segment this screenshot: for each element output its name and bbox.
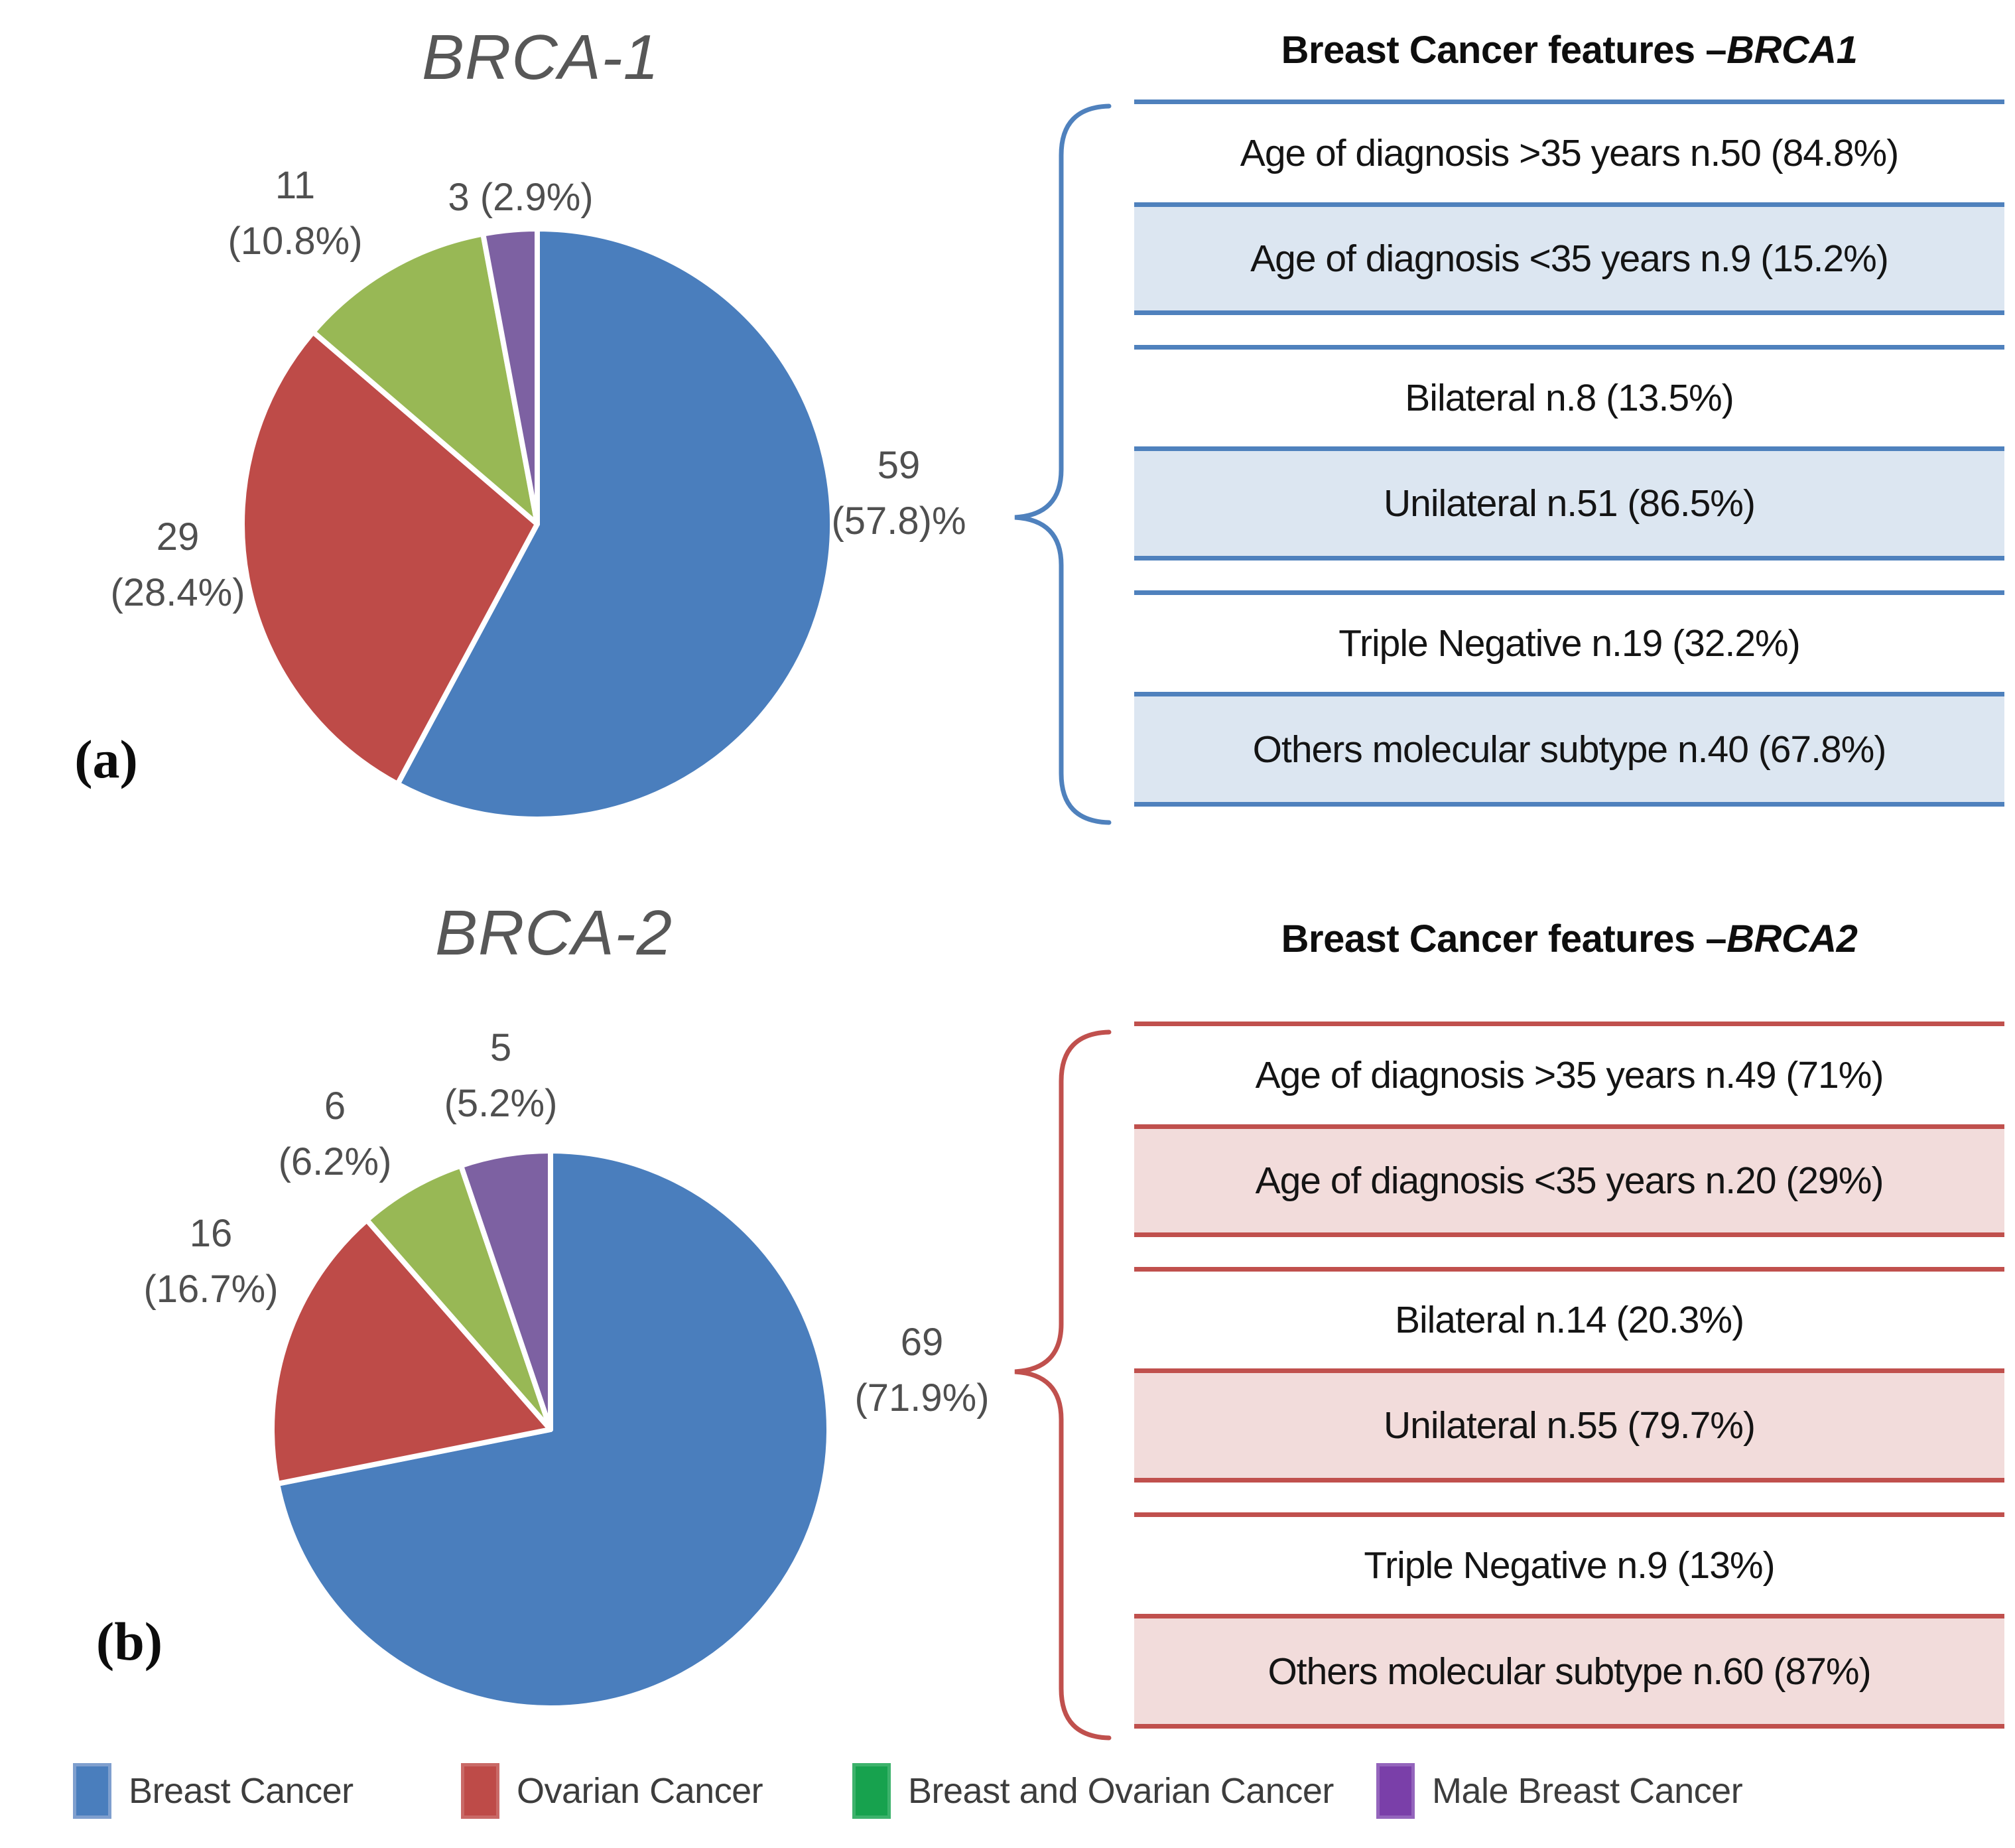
callout-breast-ovarian-a: 11 (10.8%) bbox=[156, 158, 434, 269]
callout-line: (6.2%) bbox=[278, 1140, 392, 1183]
pie-slice bbox=[458, 1148, 553, 1432]
legend-item-male-breast-cancer: Male Breast Cancer bbox=[1376, 1763, 1743, 1819]
pie-title-brca1: BRCA-1 bbox=[421, 22, 660, 93]
feature-box-brca1: Age of diagnosis >35 years n.50 (84.8%) … bbox=[1134, 99, 2004, 807]
pie-slice bbox=[395, 226, 835, 822]
callout-line: 6 bbox=[324, 1085, 346, 1128]
legend-item-breast-and-ovarian-cancer: Breast and Ovarian Cancer bbox=[852, 1763, 1334, 1819]
callout-line: (57.8)% bbox=[831, 499, 966, 543]
callout-ovarian-cancer-a: 29 (28.4%) bbox=[38, 509, 317, 621]
callout-breast-cancer-b: 69 (71.9%) bbox=[783, 1315, 1061, 1426]
callout-line: (28.4%) bbox=[110, 571, 245, 614]
feature-row: Unilateral n.55 (79.7%) bbox=[1134, 1373, 2004, 1483]
pie-title-brca2: BRCA-2 bbox=[434, 897, 673, 968]
callout-line: 29 bbox=[156, 515, 200, 559]
panel-label-b: (b) bbox=[96, 1611, 163, 1672]
box-title-gene: BRCA1 bbox=[1726, 29, 1858, 72]
feature-row: Bilateral n.8 (13.5%) bbox=[1134, 345, 2004, 451]
callout-line: 69 bbox=[900, 1321, 944, 1364]
pie-slice bbox=[239, 329, 540, 787]
feature-row: Bilateral n.14 (20.3%) bbox=[1134, 1267, 2004, 1373]
pie-slice bbox=[269, 1217, 553, 1486]
pie-slice bbox=[310, 231, 540, 527]
callout-breast-ovarian-b: 6 (6.2%) bbox=[196, 1079, 474, 1190]
callout-breast-cancer-a: 59 (57.8)% bbox=[759, 438, 1038, 549]
box-title-brca1: Breast Cancer features –BRCA1 bbox=[1134, 28, 2004, 72]
feature-row: Triple Negative n.19 (32.2%) bbox=[1134, 590, 2004, 696]
legend-label: Breast Cancer bbox=[129, 1771, 354, 1811]
callout-line: 16 bbox=[189, 1212, 233, 1255]
legend-item-ovarian-cancer: Ovarian Cancer bbox=[461, 1763, 763, 1819]
box-title-prefix: Breast Cancer features – bbox=[1281, 29, 1727, 72]
callout-ovarian-cancer-b: 16 (16.7%) bbox=[72, 1206, 350, 1317]
box-title-prefix: Breast Cancer features – bbox=[1281, 917, 1727, 960]
feature-row: Age of diagnosis >35 years n.50 (84.8%) bbox=[1134, 99, 2004, 207]
pie-slice bbox=[480, 226, 540, 527]
feature-row: Age of diagnosis <35 years n.20 (29%) bbox=[1134, 1129, 2004, 1237]
callout-line: (5.2%) bbox=[444, 1082, 558, 1125]
pie-slice bbox=[275, 1148, 832, 1711]
callout-line: 59 bbox=[877, 444, 921, 487]
panel-label-a: (a) bbox=[74, 729, 138, 789]
feature-box-brca2: Age of diagnosis >35 years n.49 (71%) Ag… bbox=[1134, 1022, 2004, 1729]
box-title-brca2: Breast Cancer features –BRCA2 bbox=[1134, 917, 2004, 961]
legend-item-breast-cancer: Breast Cancer bbox=[73, 1763, 354, 1819]
feature-row: Unilateral n.51 (86.5%) bbox=[1134, 451, 2004, 561]
callout-line: (10.8%) bbox=[228, 220, 363, 263]
box-title-gene: BRCA2 bbox=[1726, 917, 1858, 960]
callout-male-breast-a: 3 (2.9%) bbox=[381, 170, 660, 226]
legend-label: Breast and Ovarian Cancer bbox=[908, 1771, 1334, 1811]
callout-male-breast-b: 5 (5.2%) bbox=[361, 1020, 640, 1132]
callout-line: 3 (2.9%) bbox=[448, 176, 594, 219]
legend-swatch-breast-and-ovarian-icon bbox=[852, 1763, 891, 1819]
legend-swatch-breast-cancer-icon bbox=[73, 1763, 111, 1819]
legend-swatch-male-breast-icon bbox=[1376, 1763, 1415, 1819]
feature-row: Triple Negative n.9 (13%) bbox=[1134, 1512, 2004, 1618]
legend: Breast Cancer Ovarian Cancer Breast and … bbox=[0, 1759, 2015, 1832]
callout-line: (71.9%) bbox=[854, 1376, 990, 1419]
legend-swatch-ovarian-cancer-icon bbox=[461, 1763, 499, 1819]
pie-slice bbox=[364, 1163, 553, 1432]
feature-row: Age of diagnosis >35 years n.49 (71%) bbox=[1134, 1022, 2004, 1129]
callout-line: 11 bbox=[275, 164, 316, 207]
callout-line: (16.7%) bbox=[143, 1268, 279, 1311]
feature-row: Others molecular subtype n.40 (67.8%) bbox=[1134, 696, 2004, 807]
feature-row: Others molecular subtype n.60 (87%) bbox=[1134, 1618, 2004, 1729]
legend-label: Male Breast Cancer bbox=[1432, 1771, 1743, 1811]
legend-label: Ovarian Cancer bbox=[517, 1771, 763, 1811]
feature-row: Age of diagnosis <35 years n.9 (15.2%) bbox=[1134, 207, 2004, 315]
callout-line: 5 bbox=[489, 1026, 512, 1069]
